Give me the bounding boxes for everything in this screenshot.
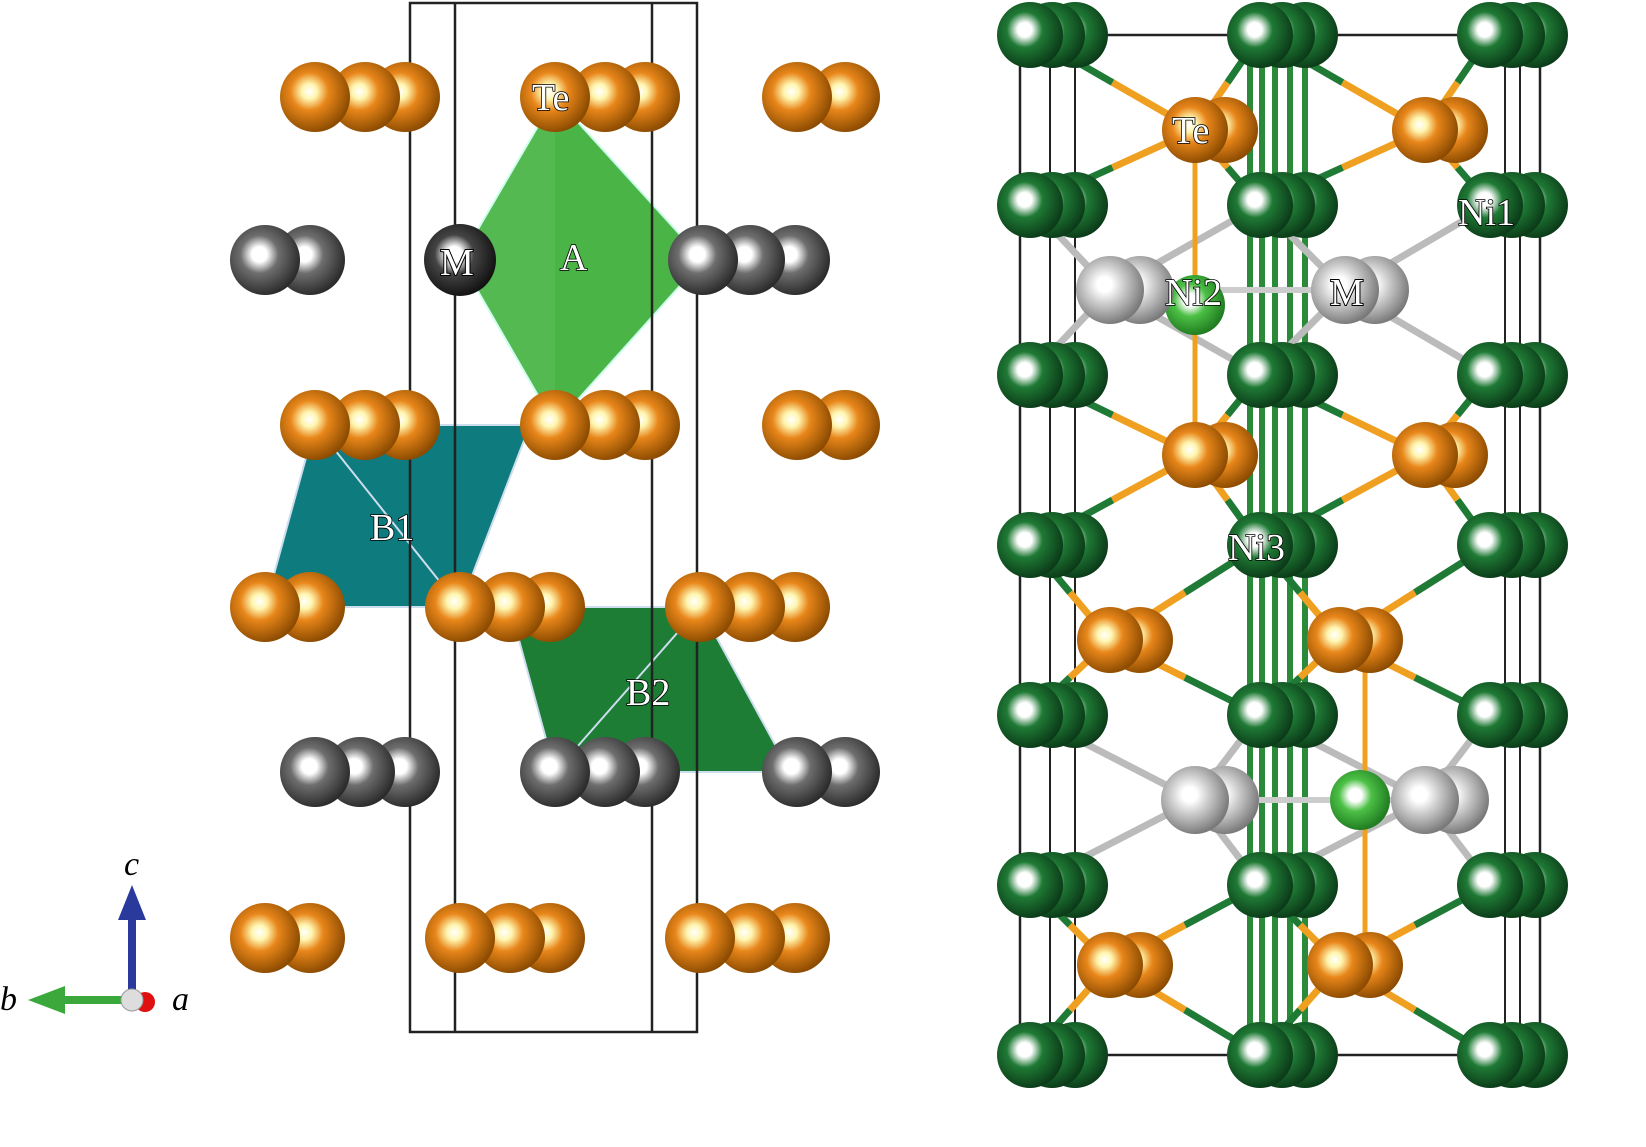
ni-atom: [997, 342, 1063, 408]
label-ni3: Ni3: [1228, 527, 1285, 569]
m-atom: [520, 737, 590, 807]
label-polyhedron-b1: B1: [370, 507, 414, 549]
right-panel-structure: Te Ni1 Ni2 M Ni3: [997, 2, 1568, 1088]
m-atom-highlighted: [424, 224, 496, 296]
ni-atom: [1457, 682, 1523, 748]
axis-label-a: a: [172, 981, 189, 1018]
te-atom: [762, 390, 832, 460]
te-atom: [665, 572, 735, 642]
label-polyhedron-b2: B2: [626, 672, 670, 714]
ni-atom: [1227, 172, 1293, 238]
te-atom: [475, 903, 545, 973]
ni-atom: [1457, 1022, 1523, 1088]
te-atom: [425, 572, 495, 642]
label-polyhedron-a: A: [560, 237, 588, 279]
left-unit-cell: [408, 1, 699, 1034]
ni-atom: [997, 1022, 1063, 1088]
axis-indicator: c b a: [0, 846, 189, 1018]
label-te-right: Te: [1172, 110, 1209, 152]
ni-atom: [1457, 512, 1523, 578]
ni-atom: [1457, 2, 1523, 68]
cell-outline: [408, 1, 699, 1034]
m-atom: [1076, 256, 1144, 324]
left-panel-structure: Te M A B1 B2 c b a: [0, 1, 880, 1034]
te-atom: [280, 390, 350, 460]
te-atom: [1162, 422, 1228, 488]
te-atom: [230, 903, 300, 973]
polyhedron-b2-edge: [554, 606, 701, 773]
ni2-atom: [1330, 770, 1390, 830]
te-atom: [1077, 932, 1143, 998]
label-m-right: M: [1330, 272, 1364, 314]
m-atom: [762, 737, 832, 807]
m-atom: [230, 225, 300, 295]
te-atom: [665, 903, 735, 973]
te-atom: [1392, 422, 1458, 488]
ni-atom: [1227, 512, 1293, 578]
m-atom: [1391, 766, 1459, 834]
te-atom: [425, 903, 495, 973]
te-atom: [810, 390, 880, 460]
te-atom: [762, 62, 832, 132]
te-atom: [715, 572, 785, 642]
m-atom: [570, 737, 640, 807]
te-atom: [1077, 607, 1143, 673]
axis-label-c: c: [124, 846, 139, 883]
ni-atom: [997, 2, 1063, 68]
label-te-left: Te: [532, 77, 569, 119]
ni-atom: [1227, 1022, 1293, 1088]
label-m-left: M: [440, 242, 474, 284]
label-ni2: Ni2: [1165, 272, 1222, 314]
m-atom: [1161, 766, 1229, 834]
axis-label-b: b: [0, 981, 17, 1018]
ni-atom: [1227, 2, 1293, 68]
ni-atom: [997, 172, 1063, 238]
c-axis-arrowhead: [118, 885, 146, 920]
te-atom: [1307, 607, 1373, 673]
ni-atom: [1227, 682, 1293, 748]
ni-atom: [1457, 342, 1523, 408]
te-atom: [810, 62, 880, 132]
axis-origin: [120, 988, 144, 1012]
m-atom: [668, 225, 738, 295]
te-atom: [715, 903, 785, 973]
te-atom: [520, 390, 590, 460]
te-atom: [280, 62, 350, 132]
m-atom: [280, 737, 350, 807]
m-atom: [1311, 256, 1379, 324]
ni-atom: [1457, 172, 1523, 238]
ni-atom: [997, 852, 1063, 918]
polyhedron-b1-edge: [314, 424, 461, 608]
ni-atom: [997, 512, 1063, 578]
te-atom: [1162, 97, 1228, 163]
te-atom: [330, 62, 400, 132]
te-atom: [570, 390, 640, 460]
te-atom: [570, 62, 640, 132]
b-axis-arrowhead: [28, 986, 65, 1014]
te-atom: [1307, 932, 1373, 998]
te-atom: [230, 572, 300, 642]
ni2-atom: [1165, 275, 1225, 335]
te-atom: [330, 390, 400, 460]
ni-atom: [1457, 852, 1523, 918]
label-ni1: Ni1: [1458, 192, 1515, 234]
te-atom: [475, 572, 545, 642]
te-atom: [1392, 97, 1458, 163]
te-atom: [520, 62, 590, 132]
ni-atom: [997, 682, 1063, 748]
ni-atom: [1227, 852, 1293, 918]
ni-atom: [1227, 342, 1293, 408]
m-atom: [810, 737, 880, 807]
